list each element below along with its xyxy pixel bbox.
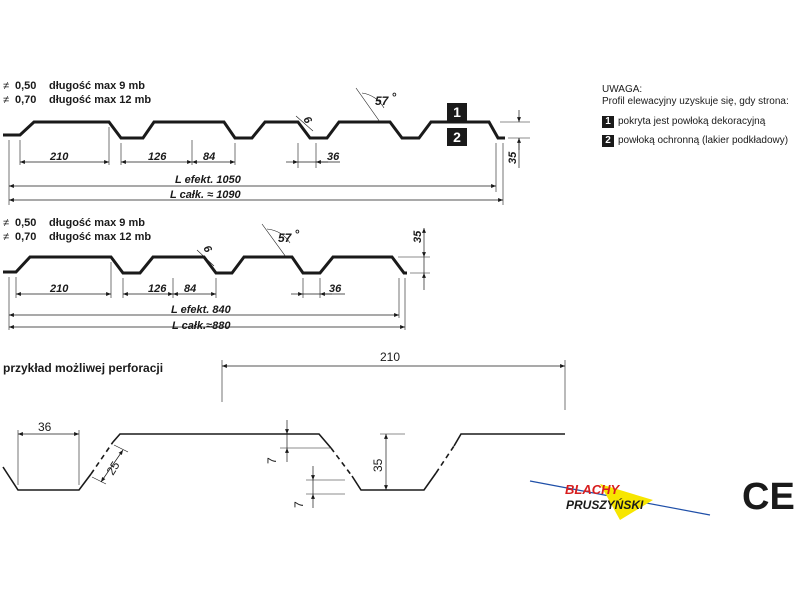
blachy-pruszynski-logo: BLACHY PRUSZYŃSKI	[529, 480, 711, 520]
ce-mark: CE	[742, 476, 795, 518]
profile1-outline	[3, 120, 505, 140]
perf-dim-7b: 7	[292, 501, 306, 508]
p1-dim-84: 84	[203, 151, 215, 163]
note-badge-1: 1	[602, 116, 614, 128]
symbol: ≠	[3, 231, 10, 243]
symbol: ≠	[3, 217, 10, 229]
perf-outline-end	[453, 433, 565, 447]
profile2-spec-line2: ≠ 0,70 długość max 12 mb	[3, 231, 151, 243]
side-badge-2: 2	[447, 128, 467, 146]
perforation-title: przykład możliwej perforacji	[3, 361, 164, 375]
max-length: długość max 9 mb	[49, 80, 145, 92]
note-badge-2: 2	[602, 135, 614, 147]
max-length: długość max 9 mb	[49, 217, 145, 229]
thickness: 0,70	[15, 231, 37, 243]
profile2-outline	[3, 255, 407, 275]
p1-dim-210: 210	[49, 151, 69, 163]
svg-text:BLACHY: BLACHY	[565, 482, 620, 497]
p1-dim-6: 6	[300, 115, 314, 127]
p2-dim-35: 35	[412, 230, 424, 243]
p1-dim-126: 126	[148, 151, 167, 163]
p2-dim-36: 36	[329, 283, 342, 295]
symbol: ≠	[3, 80, 10, 92]
p2-angle: 57°	[278, 227, 299, 245]
p2-dim-126: 126	[148, 283, 167, 295]
p2-l-efekt: L efekt. 840	[171, 304, 232, 316]
profile1-spec-line2: ≠ 0,70 długość max 12 mb	[3, 94, 151, 106]
p2-dim-6: 6	[200, 244, 214, 256]
profile2-spec-line1: ≠ 0,50 długość max 9 mb	[3, 217, 145, 229]
p1-angle: 57°	[375, 90, 396, 108]
note-item-1-text: pokryta jest powłoką dekoracyjną	[618, 116, 766, 127]
p1-dim-36: 36	[327, 151, 340, 163]
note-title: UWAGA:	[602, 84, 643, 95]
p1-l-efekt: L efekt. 1050	[175, 174, 242, 186]
perf-outline-right	[351, 472, 437, 491]
perf-outline-left	[2, 466, 92, 491]
svg-text:PRUSZYŃSKI: PRUSZYŃSKI	[566, 497, 644, 512]
thickness: 0,70	[15, 94, 37, 106]
perf-dim-35: 35	[371, 458, 385, 472]
perf-dashed-right	[330, 447, 353, 477]
perf-dim-25: 25	[104, 459, 123, 478]
p1-l-calk: L całk. ≈ 1090	[170, 189, 242, 201]
note-item-2: 2 powłoką ochronną (lakier podkładowy)	[602, 135, 788, 147]
side-badge-1: 1	[447, 103, 467, 121]
perf-dim-7a: 7	[265, 457, 279, 464]
p2-dim-210: 210	[49, 283, 69, 295]
thickness: 0,50	[15, 80, 37, 92]
p1-dim-35: 35	[507, 151, 519, 164]
max-length: długość max 12 mb	[49, 231, 152, 243]
note-item-2-text: powłoką ochronną (lakier podkładowy)	[618, 135, 789, 146]
p2-dim-84: 84	[184, 283, 196, 295]
perf-dashed-far	[435, 445, 455, 474]
perf-dim-36: 36	[38, 420, 52, 434]
perf-dim-210: 210	[380, 350, 400, 364]
thickness: 0,50	[15, 217, 37, 229]
symbol: ≠	[3, 94, 10, 106]
profile1-spec-line1: ≠ 0,50 długość max 9 mb	[3, 80, 145, 92]
note-item-1: 1 pokryta jest powłoką dekoracyjną	[602, 116, 765, 128]
p2-l-calk: L całk.≈880	[172, 320, 231, 332]
perf-outline-mid	[112, 433, 332, 449]
note-line: Profil elewacyjny uzyskuje się, gdy stro…	[602, 96, 789, 107]
max-length: długość max 12 mb	[49, 94, 152, 106]
